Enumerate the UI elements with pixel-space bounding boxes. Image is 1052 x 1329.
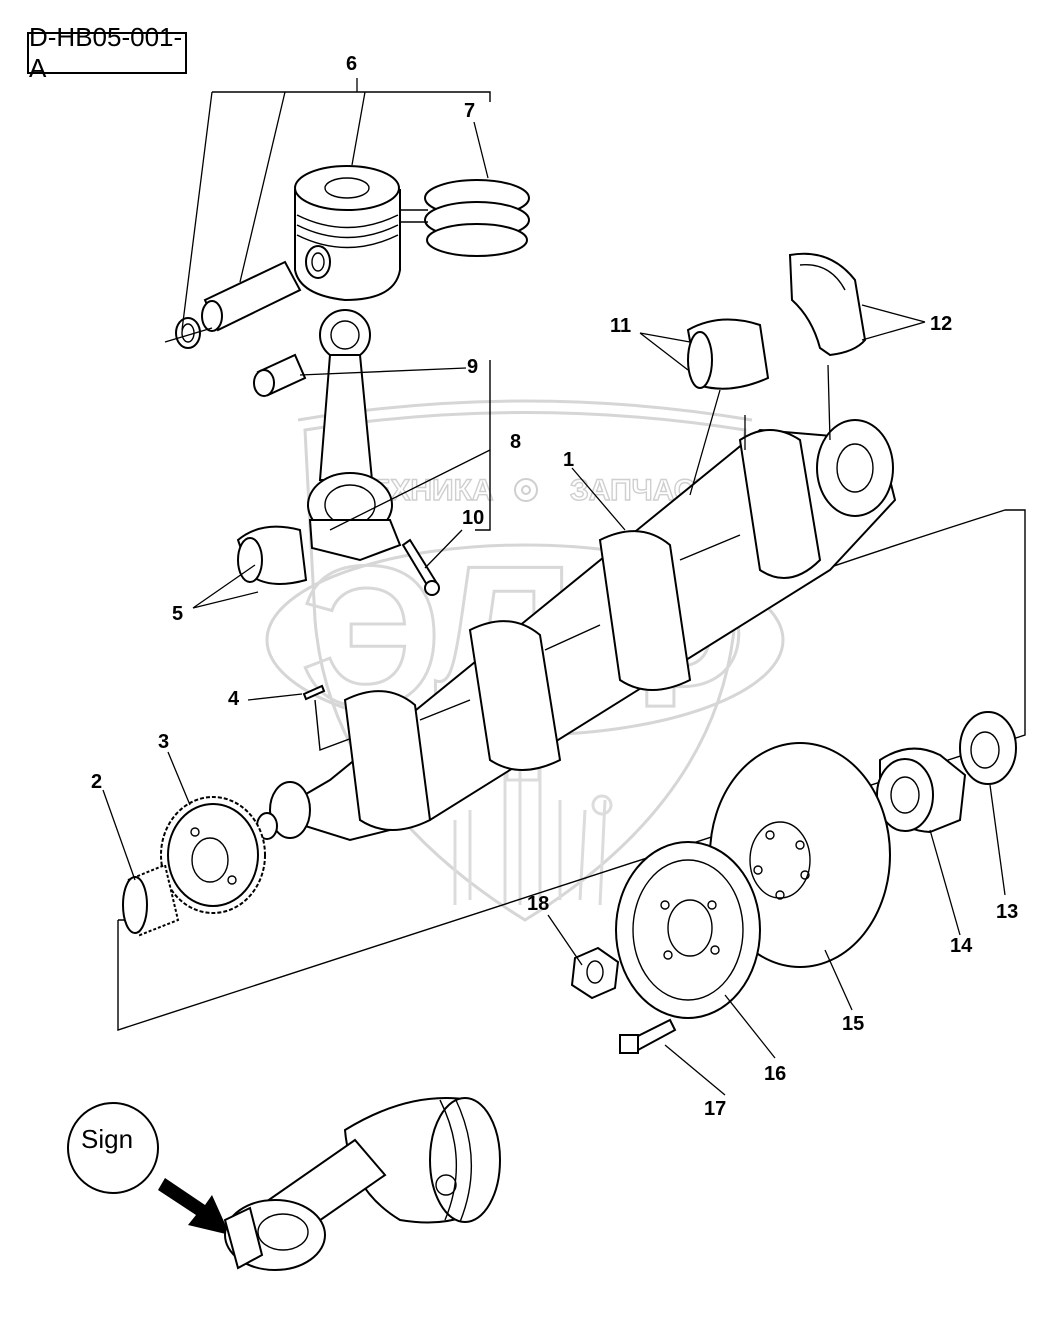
sign-detail: Sign <box>67 1097 501 1271</box>
connecting-rod <box>307 309 402 562</box>
piston-pin <box>201 260 302 332</box>
piston-ring-set <box>400 179 530 257</box>
callout-2: 2 <box>91 771 102 793</box>
crankshaft <box>256 419 897 842</box>
connecting-rod-bearing <box>236 525 308 585</box>
sign-label: Sign <box>81 1124 133 1154</box>
pinion-gear <box>122 863 180 937</box>
crankshaft-gear <box>160 796 266 914</box>
callout-8: 8 <box>510 431 521 453</box>
callout-4: 4 <box>228 688 240 710</box>
callout-13: 13 <box>996 901 1018 923</box>
callout-17: 17 <box>704 1098 726 1120</box>
callout-1: 1 <box>563 449 574 471</box>
callout-16: 16 <box>764 1063 786 1085</box>
front-hub <box>876 747 967 834</box>
callout-3: 3 <box>158 731 169 753</box>
small-end-bushing <box>253 353 307 397</box>
callout-14: 14 <box>950 935 973 957</box>
callout-6: 6 <box>346 53 357 75</box>
thrust-washer <box>788 252 867 357</box>
key-pin <box>302 684 326 701</box>
piston <box>294 165 401 302</box>
connecting-rod-bolt <box>401 538 440 596</box>
callout-11: 11 <box>610 315 631 337</box>
watermark-gear-icon <box>514 478 538 502</box>
callout-5: 5 <box>172 603 183 625</box>
callout-12: 12 <box>930 313 952 335</box>
callout-7: 7 <box>464 100 475 122</box>
callout-10: 10 <box>462 507 484 529</box>
arrow-icon <box>158 1178 230 1235</box>
callout-numbers: 1 2 3 4 5 6 7 8 9 10 11 12 13 14 15 16 1… <box>91 53 1018 1120</box>
front-oil-seal <box>959 711 1017 785</box>
crankshaft-pulley <box>615 841 761 1019</box>
leader-lines <box>102 78 1006 1096</box>
sign-circle <box>67 1102 159 1194</box>
callout-9: 9 <box>467 356 478 378</box>
main-bearing <box>686 318 770 390</box>
callout-18: 18 <box>527 893 549 915</box>
pulley-nut <box>570 946 620 1000</box>
sign-piston-rod-assembly <box>223 1097 501 1271</box>
callout-15: 15 <box>842 1013 864 1035</box>
pulley-bolt <box>619 1018 677 1054</box>
